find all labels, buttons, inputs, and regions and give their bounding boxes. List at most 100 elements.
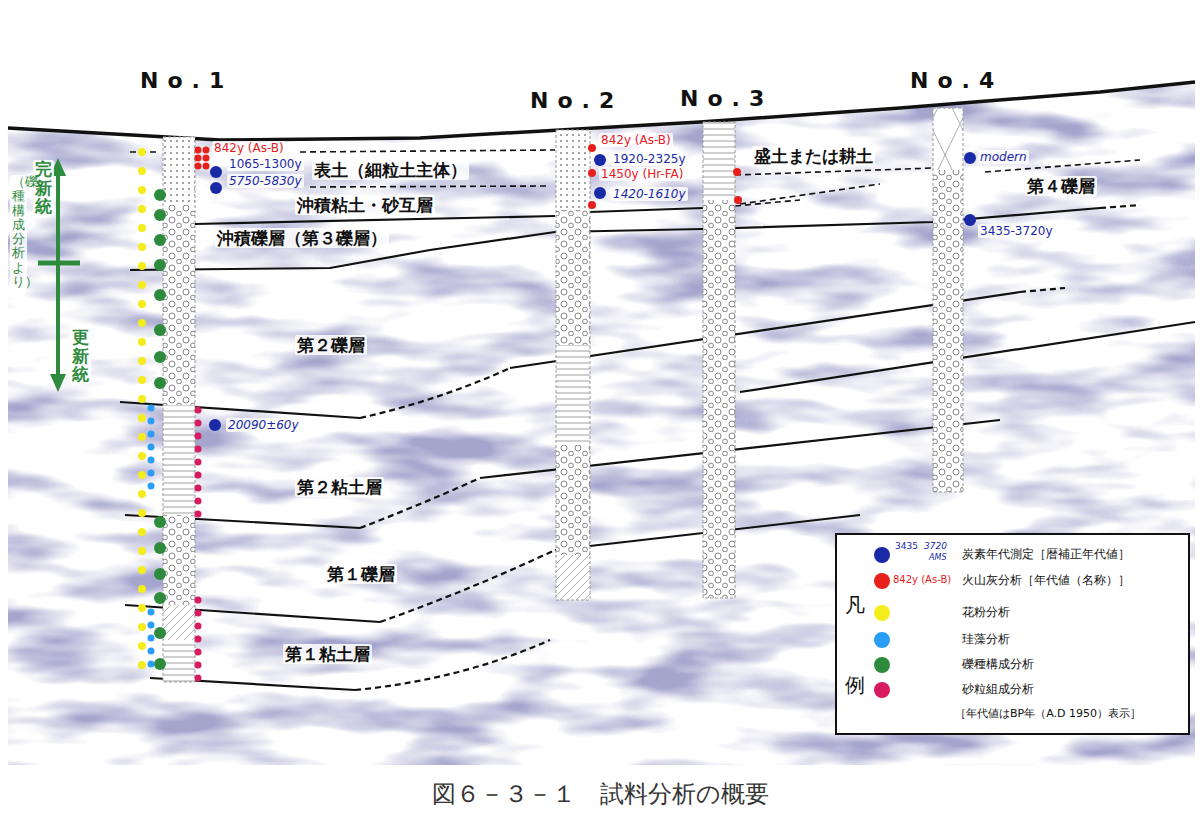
figure-caption: 図６－３－１ 試料分析の概要 (432, 780, 769, 809)
section-path (380, 550, 555, 622)
layer-name: 第２礫層 (295, 335, 367, 355)
sample-dot (138, 509, 146, 517)
sample-dot (138, 547, 146, 555)
section-polyline (195, 216, 555, 224)
section-rect (163, 205, 195, 405)
age-value: 3435-3720y (978, 224, 1055, 238)
sample-dot (148, 635, 155, 642)
age-value: 1450y (Hr-FA) (599, 167, 685, 181)
layer-name: 盛土または耕土 (752, 146, 875, 166)
sample-dot (209, 419, 221, 431)
section-line (56, 172, 60, 378)
sample-dot (138, 262, 146, 270)
sample-dot (138, 357, 146, 365)
legend-note: AMS (929, 553, 946, 563)
age-value: 5750-5830y (227, 174, 304, 188)
borehole-number: No.3 (680, 86, 773, 112)
sample-dot (148, 483, 155, 490)
sample-dot (138, 471, 146, 479)
sample-dot (195, 498, 202, 505)
sample-dot (138, 642, 146, 650)
section-rect (163, 640, 195, 682)
layer-name: 第２粘土層 (295, 477, 384, 497)
section-polyline (125, 515, 360, 528)
legend-swatch (874, 547, 890, 563)
sample-dot (154, 324, 166, 336)
sample-dot (964, 214, 976, 226)
legend-note: 3720 (924, 541, 947, 552)
section-rect (556, 555, 590, 600)
section-rect (556, 345, 590, 445)
section-rect (163, 515, 195, 605)
sample-dots (138, 144, 976, 682)
age-value: 1420-1610y (611, 187, 688, 201)
sample-dot (154, 209, 166, 221)
sample-dot (195, 472, 202, 479)
section-line (310, 186, 550, 187)
sample-dot (195, 147, 202, 154)
borehole-number: No.1 (140, 68, 233, 94)
sample-dot (154, 289, 166, 301)
layer-name: 第１粘土層 (283, 644, 372, 664)
section-line (740, 184, 880, 204)
legend-swatch (874, 573, 890, 589)
layer-name: 沖積礫層（第３礫層） (215, 228, 389, 248)
sample-dot (138, 433, 146, 441)
section-path (355, 640, 550, 690)
sample-dot (138, 623, 146, 631)
sample-dot (138, 490, 146, 498)
sample-dot (148, 444, 155, 451)
section-line (300, 150, 555, 152)
legend-note: 凡 (845, 593, 865, 617)
sample-dot (148, 405, 155, 412)
section-rect (556, 210, 590, 345)
sample-dot (154, 234, 166, 246)
legend-text: 礫種構成分析 (962, 657, 1034, 671)
layer-name: 表土（細粒土主体） (312, 160, 469, 180)
sample-dot (154, 189, 166, 201)
legend-box (835, 533, 1190, 735)
sample-dot (594, 154, 606, 166)
sample-dot (195, 675, 202, 682)
section-line (1020, 288, 1065, 292)
section-rect (556, 130, 590, 210)
section-polyline (590, 208, 703, 212)
sample-dot (195, 610, 202, 617)
section-rect (163, 137, 195, 682)
age-value: 842y (As-B) (212, 141, 286, 155)
sample-dot (195, 623, 202, 630)
sample-dot (148, 457, 155, 464)
sample-dot (148, 431, 155, 438)
legend-text: 火山灰分析［年代値（名称）］ (962, 573, 1130, 587)
legend-text: 炭素年代測定［暦補正年代値］ (962, 547, 1130, 561)
sample-dot (154, 259, 166, 271)
sample-dot (138, 243, 146, 251)
legend-note: 例 (845, 673, 865, 697)
age-value: 842y (As-B) (599, 133, 673, 147)
sample-dot (154, 658, 166, 670)
legend-note: ［年代値はBP年（A.D 1950）表示］ (955, 707, 1141, 720)
sample-dot (138, 338, 146, 346)
legend-note: 842y (As-B) (893, 574, 951, 586)
sample-dot (203, 163, 210, 170)
section-polyline (120, 402, 360, 418)
sample-dot (154, 568, 166, 580)
sample-dot (138, 281, 146, 289)
legend-swatch (874, 682, 890, 698)
sample-dot (138, 224, 146, 232)
section-line (38, 261, 80, 266)
sample-dot (138, 585, 146, 593)
section-polygon (50, 374, 66, 392)
sample-dot (138, 300, 146, 308)
sample-dot (154, 377, 166, 389)
series-name: 更新統 (70, 328, 91, 384)
section-rect (703, 200, 735, 598)
age-value: modern (978, 150, 1029, 164)
sample-dot (138, 566, 146, 574)
sample-dot (138, 452, 146, 460)
sample-dot (195, 511, 202, 518)
sample-dot (148, 648, 155, 655)
sample-dot (588, 144, 596, 152)
age-value: 20090±60y (226, 418, 301, 432)
